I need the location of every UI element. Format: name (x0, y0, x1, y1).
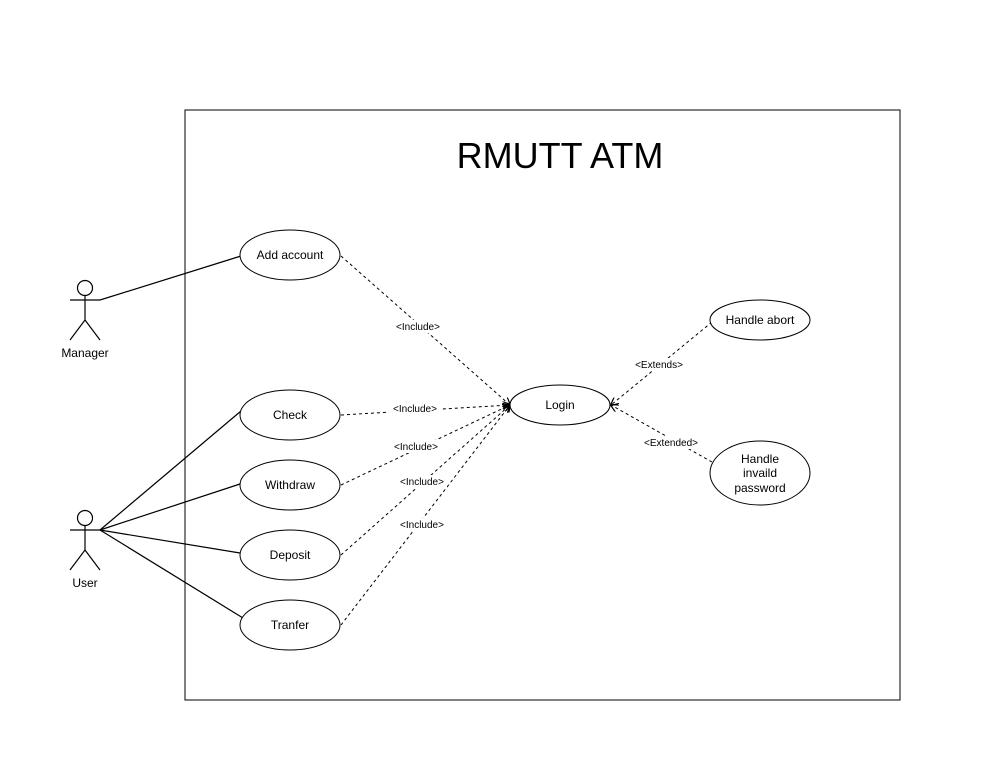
svg-text:Handle: Handle (741, 452, 779, 466)
svg-text:Tranfer: Tranfer (271, 618, 309, 632)
assoc-user-deposit (99, 529, 241, 554)
label-withdraw-login: <Include> (391, 440, 441, 453)
use-case-login[interactable]: Login (509, 384, 611, 426)
svg-text:Add account: Add account (257, 248, 324, 262)
svg-text:invaild: invaild (743, 466, 777, 480)
assoc-user-tranfer (99, 529, 244, 619)
extended-invalid-login (611, 405, 713, 463)
use-case-handle-abort[interactable]: Handle abort (709, 299, 811, 341)
svg-text:<Include>: <Include> (400, 520, 444, 531)
include-deposit-login (340, 405, 510, 556)
use-case-add-account[interactable]: Add account (239, 229, 341, 281)
label-check-login: <Include> (389, 402, 441, 415)
svg-text:Withdraw: Withdraw (265, 478, 315, 492)
svg-text:<Include>: <Include> (393, 404, 437, 415)
actor-user-label: User (72, 576, 97, 590)
label-add-account-login: <Include> (393, 320, 443, 333)
use-case-tranfer[interactable]: Tranfer (239, 599, 341, 651)
svg-text:<Include>: <Include> (400, 477, 444, 488)
use-case-deposit[interactable]: Deposit (239, 529, 341, 581)
actor-user[interactable]: User (69, 509, 101, 591)
svg-text:<Extends>: <Extends> (635, 360, 683, 371)
use-case-withdraw[interactable]: Withdraw (239, 459, 341, 511)
label-deposit-login: <Include> (397, 475, 447, 488)
label-abort-login: <Extends> (632, 358, 686, 371)
assoc-user-withdraw (99, 483, 241, 531)
svg-text:Check: Check (273, 408, 308, 422)
include-tranfer-login (340, 405, 510, 626)
svg-text:<Include>: <Include> (394, 442, 438, 453)
system-title: RMUTT ATM (457, 135, 664, 176)
label-invalid-login: <Extended> (640, 436, 702, 449)
svg-text:<Extended>: <Extended> (644, 438, 698, 449)
svg-text:Login: Login (545, 398, 574, 412)
svg-text:<Include>: <Include> (396, 322, 440, 333)
include-withdraw-login (340, 405, 510, 486)
actor-manager-label: Manager (61, 346, 108, 360)
extends-abort-login (611, 321, 713, 405)
actor-manager[interactable]: Manager (61, 279, 109, 361)
use-case-handle-invalid-password[interactable]: Handle invaild password (709, 440, 811, 506)
use-case-check[interactable]: Check (239, 389, 341, 441)
svg-text:Deposit: Deposit (270, 548, 311, 562)
assoc-user-check (99, 410, 242, 531)
label-tranfer-login: <Include> (397, 518, 447, 531)
svg-text:Handle abort: Handle abort (726, 313, 795, 327)
include-add-account-login (340, 255, 510, 405)
assoc-manager-add-account (99, 255, 242, 301)
svg-text:password: password (734, 481, 785, 495)
